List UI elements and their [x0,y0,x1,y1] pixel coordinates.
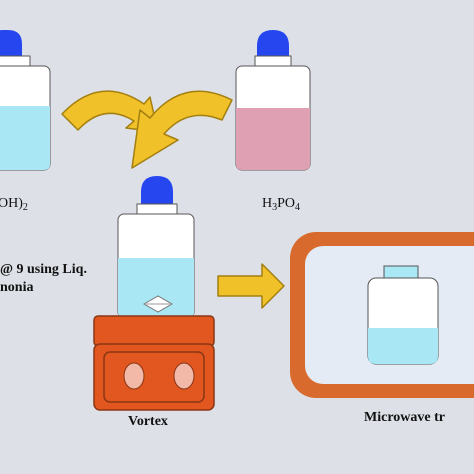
vortex-base [93,343,215,411]
left-reagent-label: OH)2 [0,196,28,213]
left-bottle-cap [0,30,22,58]
phosphoric-acid-bottle [235,30,311,171]
vortex-knob-left [123,362,145,390]
center-bottle-liquid [118,258,194,318]
microwave-oven [290,232,474,398]
phosphoric-acid-label: H3PO4 [262,196,300,213]
microwave-label: Microwave tr [364,410,445,425]
po-symbol: PO [277,196,296,211]
vortex-panel [103,351,205,403]
mixing-bottle [117,176,195,319]
center-bottle-cap [141,176,173,206]
vortex-knob-right [173,362,195,390]
right-arrow [217,263,285,309]
vortex-mixer [93,315,215,411]
left-bottle-liquid [0,106,50,170]
h-subscript: 3 [272,202,278,213]
ph-note-line1: @ 9 using Liq. [0,262,87,277]
left-reagent-subscript: 2 [22,202,28,213]
right-curved-arrow [131,90,233,169]
right-bottle-liquid [236,108,310,170]
right-bottle-cap [257,30,289,58]
h-symbol: H [262,196,273,211]
microwave-bottle-liquid [368,328,438,364]
vortex-label: Vortex [128,414,168,429]
left-reagent-bottle [0,30,51,171]
vortex-top-plate [93,315,215,347]
o-subscript: 4 [295,202,301,213]
left-reagent-text: OH) [0,196,23,211]
ph-note-line2: nonia [0,280,34,295]
